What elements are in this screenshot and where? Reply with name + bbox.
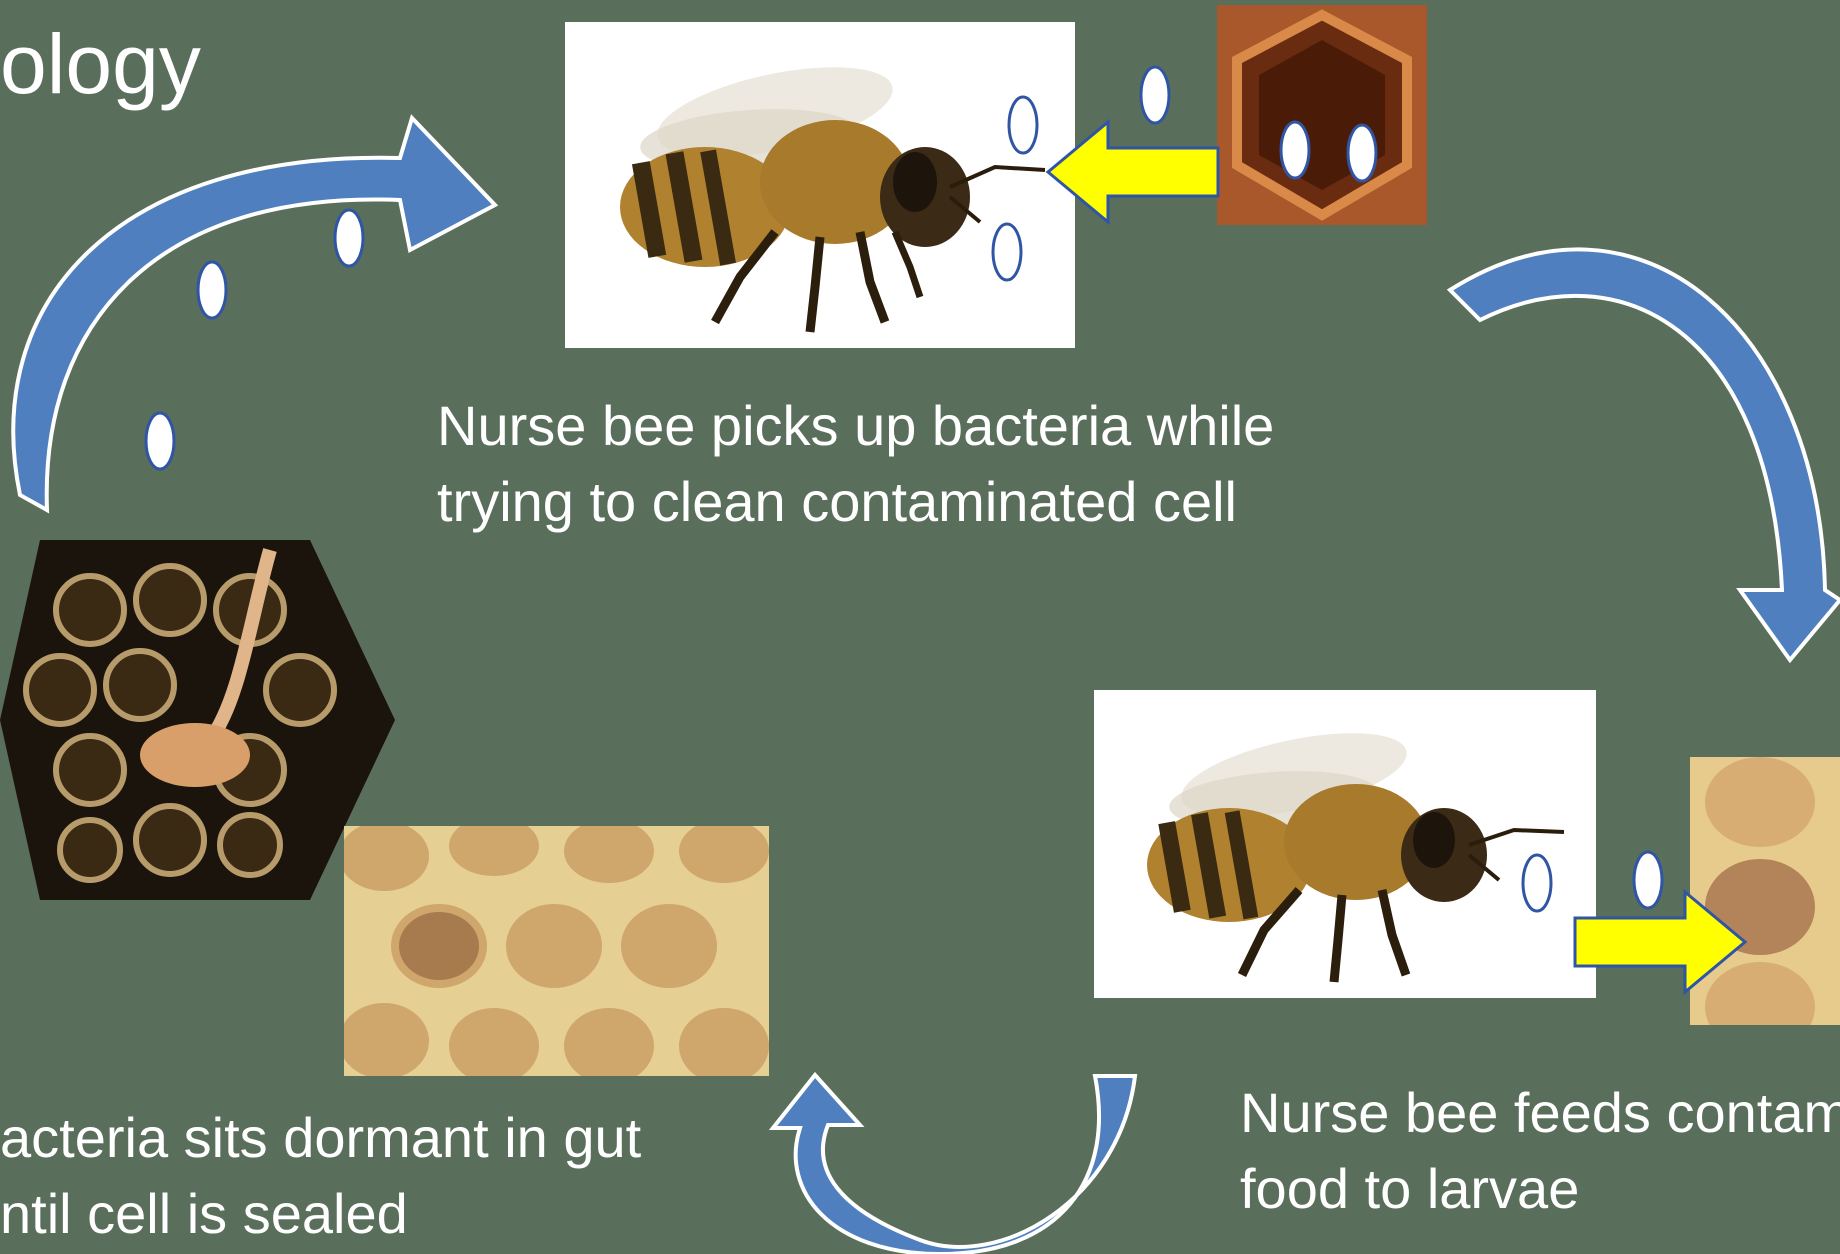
caption-line: acteria sits dormant in gut (0, 1100, 641, 1176)
caption-line: Nurse bee picks up bacteria while (437, 388, 1274, 464)
spore-icon (335, 210, 363, 266)
spore-icon (1634, 852, 1662, 908)
caption-line: Nurse bee feeds contam (1240, 1075, 1840, 1151)
spore-icon (1281, 122, 1309, 178)
spore-icon (1009, 97, 1037, 153)
left-arrow-icon (1048, 122, 1218, 222)
spore-icon (146, 413, 174, 469)
right-arrow-icon (1575, 892, 1745, 992)
curved-arrow-icon (13, 118, 495, 510)
spore-icon (1141, 67, 1169, 123)
caption-feed-larvae: Nurse bee feeds contam food to larvae (1240, 1075, 1840, 1227)
spore-icon (1348, 125, 1376, 181)
spore-icon (1523, 855, 1551, 911)
spore-icon (198, 262, 226, 318)
curved-arrow-icon (773, 1075, 1135, 1254)
caption-line: trying to clean contaminated cell (437, 464, 1274, 540)
caption-line: food to larvae (1240, 1151, 1840, 1227)
curved-arrow-icon (1450, 249, 1840, 660)
caption-clean-cell: Nurse bee picks up bacteria while trying… (437, 388, 1274, 540)
spore-icon (993, 224, 1021, 280)
caption-dormant: acteria sits dormant in gut ntil cell is… (0, 1100, 641, 1252)
caption-line: ntil cell is sealed (0, 1176, 641, 1252)
